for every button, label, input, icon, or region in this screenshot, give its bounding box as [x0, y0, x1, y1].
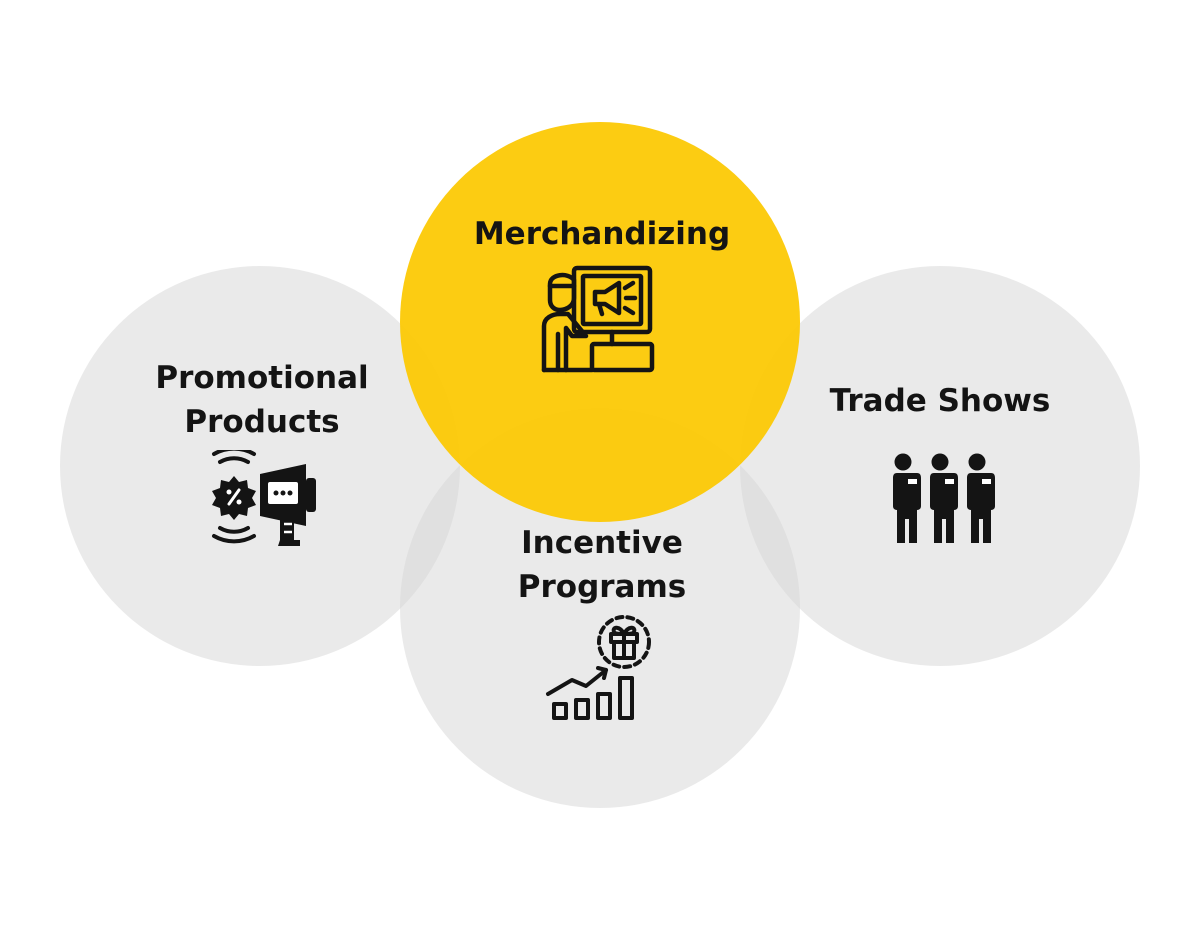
megaphone-discount-icon [212, 450, 316, 546]
incentive-programs-label-line-1: Incentive [521, 525, 683, 561]
incentive-programs-label: Incentive Programs [440, 521, 764, 609]
growth-chart-gift-icon [546, 615, 651, 720]
three-people-icon [889, 453, 995, 543]
promotional-products-label-line-2: Products [184, 404, 340, 440]
billboard-presenter-icon [541, 265, 655, 373]
trade-shows-label: Trade Shows [780, 379, 1100, 423]
promotional-products-label: Promotional Products [100, 356, 424, 444]
trade-shows-label-line-1: Trade Shows [829, 383, 1051, 419]
merchandizing-label-line-1: Merchandizing [473, 216, 731, 252]
promotional-products-label-line-1: Promotional [155, 360, 369, 396]
promotional-products-circle [60, 266, 460, 666]
incentive-programs-label-line-2: Programs [517, 569, 687, 605]
merchandizing-label: Merchandizing [420, 212, 784, 256]
